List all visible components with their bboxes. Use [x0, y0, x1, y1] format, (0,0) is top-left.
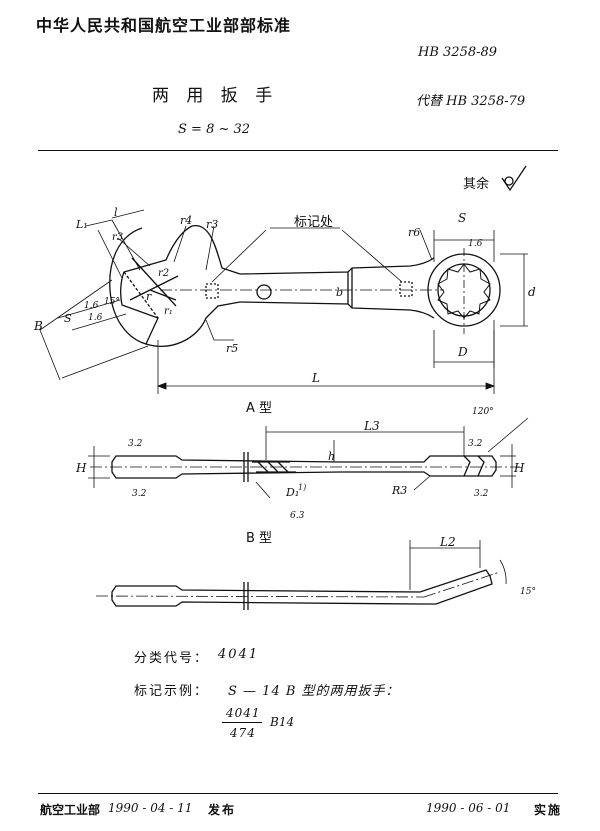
issuing-organization: 中华人民共和国航空工业部部标准 — [36, 16, 292, 35]
roughness-1-6-b: 1.6 — [88, 313, 103, 323]
dim-b-thickness: b — [336, 286, 343, 299]
dim-r4: r4 — [180, 214, 192, 227]
effective-date: 1990 - 06 - 01 — [426, 801, 511, 815]
angle-120: 120° — [472, 407, 494, 417]
angle-15-b: 15° — [520, 587, 536, 597]
marking-location-label: 标记处 — [294, 215, 333, 230]
roughness-3-2-a: 3.2 — [128, 439, 143, 449]
fraction-bar — [222, 722, 262, 723]
roughness-6-3: 6.3 — [290, 511, 305, 521]
roughness-3-2-c: 3.2 — [468, 439, 483, 449]
fraction-numerator: 4041 — [226, 706, 261, 720]
dim-h-right: H — [513, 461, 525, 475]
roughness-3-2-d: 3.2 — [474, 489, 489, 499]
dim-b-width: B — [33, 319, 43, 333]
view-a-profile — [90, 452, 520, 482]
dim-l-small: l — [114, 206, 118, 219]
roughness-check-icon — [501, 165, 527, 192]
roughness-3-2-b: 3.2 — [132, 489, 147, 499]
angle-15-head: 15° — [104, 297, 120, 307]
open-end-head — [109, 225, 241, 347]
dim-l3: L3 — [363, 419, 380, 433]
dim-r2: r2 — [158, 268, 169, 279]
dim-s-left: S — [64, 312, 72, 325]
roughness-note: 其余 — [463, 176, 489, 192]
dim-r5: r5 — [226, 342, 238, 355]
size-range: S = 8 ~ 32 — [178, 122, 251, 137]
roughness-1-6-a: 1.6 — [84, 301, 99, 311]
dim-r3b: r3 — [206, 218, 218, 231]
dim-d-small: d — [528, 285, 536, 299]
dim-r: r — [146, 290, 152, 303]
dim-h-left: H — [75, 461, 87, 475]
dim-r3-radius: R3 — [391, 484, 407, 497]
dim-l2: L2 — [439, 535, 456, 549]
standard-number: HB 3258-89 — [418, 45, 498, 60]
dim-l-total: L — [311, 371, 320, 385]
dim-h-small: h — [328, 450, 335, 463]
classification-code: 4041 — [218, 647, 260, 662]
issue-word: 发布 — [208, 803, 237, 817]
marking-example-label: 标记示例： — [134, 684, 210, 699]
effective-word: 实施 — [534, 803, 563, 817]
replaces-standard: 代替 HB 3258-79 — [416, 94, 526, 109]
dim-r6: r6 — [408, 226, 420, 239]
standard-title: 两 用 扳 手 — [152, 86, 279, 106]
view-b-title: B 型 — [246, 531, 272, 546]
dim-r1: r₁ — [164, 306, 173, 317]
top-view-dimensions — [39, 209, 528, 394]
fraction-denominator: 474 — [230, 726, 256, 740]
marking-example-text: S — 14 B 型的两用扳手： — [228, 684, 400, 699]
view-a-title: A 型 — [246, 401, 272, 416]
view-b-dimensions — [409, 540, 507, 590]
issue-date: 1990 - 04 - 11 — [108, 801, 193, 815]
view-b-profile — [95, 569, 501, 610]
fraction-suffix: B14 — [270, 715, 295, 729]
box-end-head — [427, 248, 501, 334]
dim-r3a: r3 — [112, 232, 123, 243]
dim-d1: D₁ — [285, 486, 299, 499]
wrench-handle — [160, 257, 444, 319]
dim-s-right: S — [458, 211, 466, 225]
roughness-1-6-c: 1.6 — [468, 239, 483, 249]
classification-label: 分类代号： — [134, 651, 210, 666]
view-a-dimensions — [88, 417, 529, 499]
wrench-technical-drawing: 其余 — [33, 165, 536, 610]
dim-l1: L₁ — [75, 218, 88, 231]
issuer: 航空工业部 — [40, 803, 101, 817]
header-rule — [38, 150, 558, 151]
dim-d-large: D — [457, 345, 468, 359]
footer-rule — [38, 793, 558, 794]
dim-d1-note: 1) — [298, 483, 306, 492]
